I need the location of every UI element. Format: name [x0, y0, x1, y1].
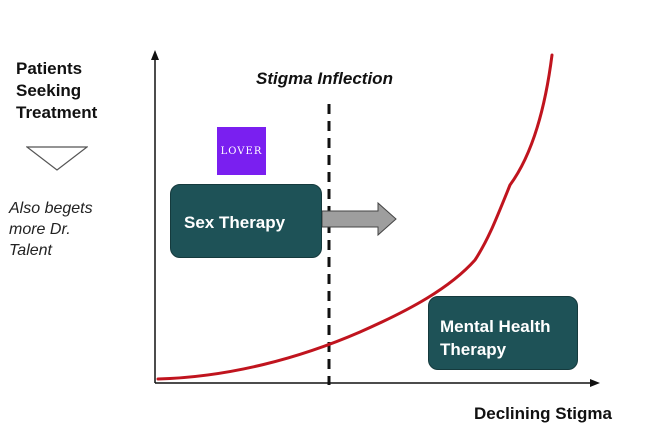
talent-note-line-3: Talent — [9, 242, 52, 259]
x-axis-label: Declining Stigma — [474, 404, 612, 423]
y-axis-label-line-2: Seeking — [16, 81, 82, 100]
sex-therapy-box: Sex Therapy — [170, 184, 322, 258]
talent-note: Also begets more Dr. Talent — [9, 198, 129, 261]
sex-therapy-label: Sex Therapy — [184, 213, 286, 232]
y-axis-label-line-1: Patients — [16, 59, 83, 78]
talent-note-line-1: Also begets — [9, 200, 93, 217]
x-axis-arrowhead — [590, 379, 600, 387]
mental-health-therapy-box: Mental Health Therapy — [428, 296, 578, 370]
down-triangle-icon — [26, 146, 88, 171]
mental-health-label-line-2: Therapy — [440, 340, 507, 359]
mental-health-label-line-1: Mental Health — [440, 317, 551, 336]
lover-logo: LOVER — [217, 127, 266, 175]
lover-logo-text: LOVER — [220, 145, 263, 157]
growth-curve — [156, 53, 554, 381]
y-axis-label-line-3: Treatment — [16, 103, 98, 122]
talent-note-line-2: more Dr. — [9, 221, 71, 238]
inflection-label: Stigma Inflection — [256, 69, 393, 88]
right-arrow-icon — [321, 201, 397, 237]
y-axis-arrowhead — [151, 50, 159, 60]
y-axis-label: Patients Seeking Treatment — [16, 58, 126, 124]
